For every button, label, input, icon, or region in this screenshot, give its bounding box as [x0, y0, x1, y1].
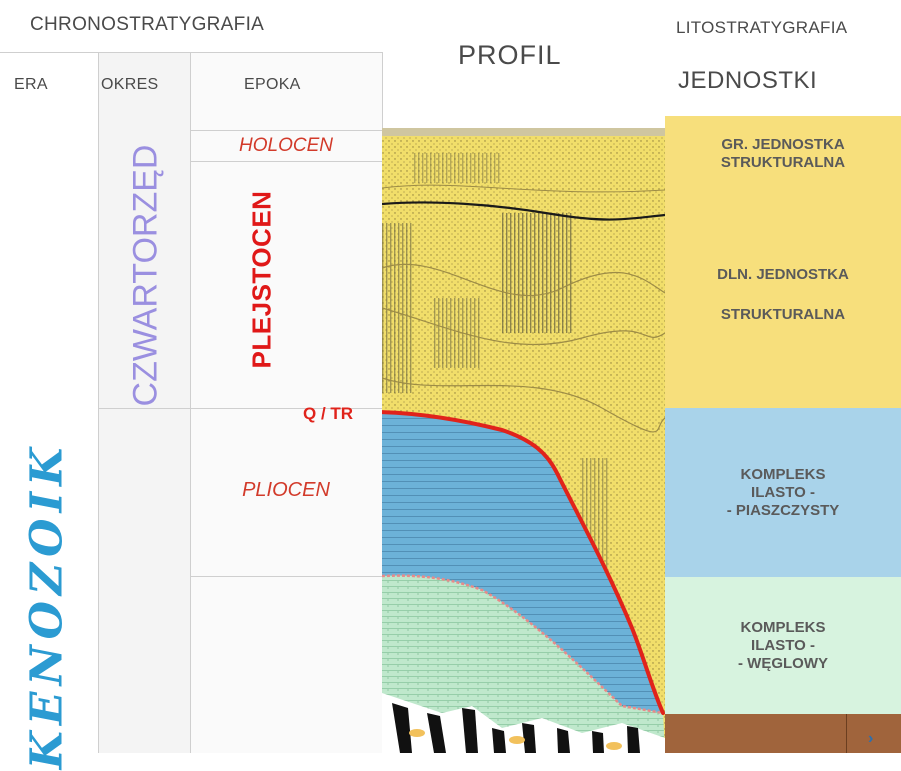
unit-line: KOMPLEKS — [740, 619, 825, 637]
chronostratigraphy-header: CHRONOSTRATYGRAFIA — [30, 14, 264, 36]
separator — [98, 52, 99, 753]
geological-profile — [382, 128, 665, 753]
era-label: KENOZOIK — [22, 441, 73, 771]
unit-line: - PIASZCZYSTY — [727, 502, 840, 520]
hatched-band — [432, 298, 482, 368]
chevron-right-icon: › — [868, 730, 873, 748]
unit-line: STRUKTURALNA — [721, 154, 845, 172]
unit-upper-structural: GR. JEDNOSTKA STRUKTURALNA — [665, 116, 901, 210]
epoch-header: EPOKA — [244, 76, 301, 94]
pleistocene-label: PLEJSTOCEN — [247, 150, 278, 410]
unit-line: ILASTO - — [751, 484, 815, 502]
unit-line: ILASTO - — [751, 637, 815, 655]
boundary-label: Q / TR — [303, 404, 353, 424]
epoch-column — [190, 52, 382, 753]
unit-line: DLN. JEDNOSTKA — [717, 266, 849, 284]
separator — [190, 576, 382, 577]
unit-line: GR. JEDNOSTKA — [721, 136, 844, 154]
unit-line: KOMPLEKS — [740, 466, 825, 484]
separator — [382, 52, 383, 132]
unit-line: - WĘGLOWY — [738, 655, 828, 673]
separator — [190, 52, 191, 753]
unit-clay-coal-complex: KOMPLEKS ILASTO - - WĘGLOWY — [665, 577, 901, 714]
separator — [0, 52, 382, 53]
era-header: ERA — [14, 76, 48, 94]
profile-header: PROFIL — [458, 40, 562, 71]
hatched-band — [412, 153, 502, 183]
unit-line: STRUKTURALNA — [721, 306, 845, 324]
unit-clay-sand-complex: KOMPLEKS ILASTO - - PIASZCZYSTY — [665, 408, 901, 577]
lithostratigraphy-header: LITOSTRATYGRAFIA — [676, 18, 847, 38]
hatched-band — [382, 223, 412, 393]
unit-basement — [665, 714, 901, 753]
holocene-label: HOLOCEN — [190, 135, 382, 157]
separator — [190, 130, 382, 131]
pliocene-label: PLIOCEN — [190, 479, 382, 502]
separator — [190, 161, 382, 162]
unit-lower-structural: DLN. JEDNOSTKA STRUKTURALNA — [665, 210, 901, 408]
period-header: OKRES — [101, 76, 159, 94]
unit-separator — [846, 714, 847, 753]
units-header: JEDNOSTKI — [678, 67, 817, 95]
hatched-band — [502, 213, 572, 333]
period-label: CZWARTORZĘD — [127, 126, 166, 426]
